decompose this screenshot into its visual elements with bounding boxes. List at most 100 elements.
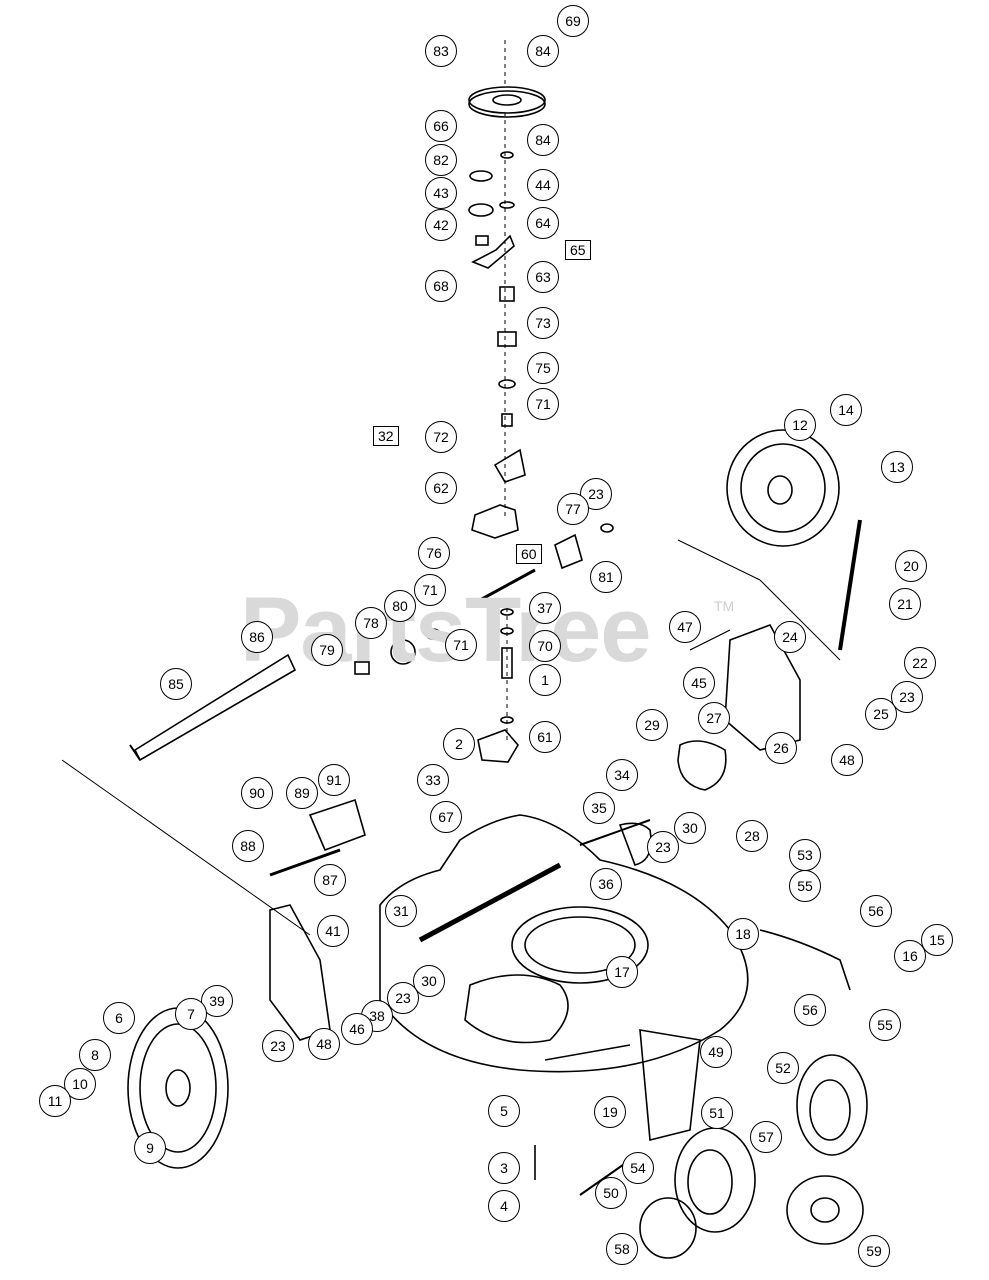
callout-part: 85 xyxy=(160,668,192,700)
callout-part: 71 xyxy=(445,629,477,661)
drive-shaft-assembly xyxy=(354,40,614,763)
callout-part: 77 xyxy=(557,493,589,525)
callout-part: 76 xyxy=(418,537,450,569)
callout-part: 31 xyxy=(385,895,417,927)
callout-part: 9 xyxy=(134,1132,166,1164)
callout-part: 46 xyxy=(341,1013,373,1045)
side-plates xyxy=(269,519,862,1142)
callout-part: 48 xyxy=(308,1028,340,1060)
misc-parts xyxy=(61,539,841,1196)
callout-part: 23 xyxy=(387,982,419,1014)
callout-part: 35 xyxy=(583,792,615,824)
callout-part: 88 xyxy=(232,830,264,862)
callout-part: 55 xyxy=(789,870,821,902)
callout-part: 44 xyxy=(527,169,559,201)
callout-part: 78 xyxy=(355,607,387,639)
callout-part: 26 xyxy=(765,732,797,764)
callout-part: 2 xyxy=(443,728,475,760)
callout-part: 18 xyxy=(727,918,759,950)
callout-part: 27 xyxy=(698,702,730,734)
callout-part: 19 xyxy=(594,1096,626,1128)
callout-part: 39 xyxy=(201,985,233,1017)
callout-part: 50 xyxy=(595,1177,627,1209)
callout-part: 6 xyxy=(103,1002,135,1034)
callout-part: 16 xyxy=(894,940,926,972)
callout-part: 53 xyxy=(789,839,821,871)
callout-part: 63 xyxy=(527,261,559,293)
callout-part: 23 xyxy=(891,681,923,713)
callout-part: 68 xyxy=(425,270,457,302)
callout-part: 56 xyxy=(794,994,826,1026)
callout-part: 25 xyxy=(865,698,897,730)
callout-part: 42 xyxy=(425,209,457,241)
callout-part: 72 xyxy=(425,421,457,453)
callout-part: 43 xyxy=(425,177,457,209)
callout-part: 14 xyxy=(830,394,862,426)
callout-part: 87 xyxy=(314,864,346,896)
mower-deck xyxy=(379,814,749,1073)
callout-part: 22 xyxy=(904,647,936,679)
box-ref-60: 60 xyxy=(516,544,542,564)
callout-part: 71 xyxy=(414,574,446,606)
callout-part: 20 xyxy=(895,550,927,582)
callout-part: 90 xyxy=(241,777,273,809)
callout-part: 84 xyxy=(527,124,559,156)
callout-part: 24 xyxy=(774,621,806,653)
callout-part: 62 xyxy=(425,472,457,504)
callout-part: 91 xyxy=(318,764,350,796)
callout-part: 41 xyxy=(317,915,349,947)
callout-part: 23 xyxy=(262,1030,294,1062)
callout-part: 47 xyxy=(669,611,701,643)
callout-part: 86 xyxy=(241,621,273,653)
callout-part: 71 xyxy=(527,388,559,420)
callout-part: 30 xyxy=(413,965,445,997)
callout-part: 11 xyxy=(39,1085,71,1117)
callout-part: 66 xyxy=(425,110,457,142)
callout-part: 8 xyxy=(79,1039,111,1071)
callout-part: 3 xyxy=(488,1152,520,1184)
callout-part: 34 xyxy=(606,759,638,791)
callout-part: 58 xyxy=(606,1233,638,1265)
callout-part: 61 xyxy=(529,721,561,753)
callout-part: 83 xyxy=(425,35,457,67)
callout-part: 29 xyxy=(636,709,668,741)
callout-part: 30 xyxy=(674,812,706,844)
callout-part: 36 xyxy=(590,868,622,900)
callout-part: 23 xyxy=(647,831,679,863)
callout-part: 1 xyxy=(529,664,561,696)
callout-part: 51 xyxy=(701,1097,733,1129)
callout-part: 81 xyxy=(590,561,622,593)
callout-part: 33 xyxy=(417,764,449,796)
callout-part: 56 xyxy=(860,895,892,927)
callout-part: 79 xyxy=(311,634,343,666)
callout-part: 57 xyxy=(750,1121,782,1153)
callout-part: 69 xyxy=(557,5,589,37)
callout-part: 54 xyxy=(622,1152,654,1184)
box-ref-65: 65 xyxy=(565,240,591,260)
callout-part: 28 xyxy=(736,820,768,852)
callout-part: 82 xyxy=(425,144,457,176)
callout-part: 15 xyxy=(921,924,953,956)
callout-part: 73 xyxy=(527,307,559,339)
callout-part: 48 xyxy=(831,744,863,776)
callout-part: 64 xyxy=(527,207,559,239)
callout-part: 12 xyxy=(784,409,816,441)
callout-part: 21 xyxy=(889,588,921,620)
callout-part: 59 xyxy=(858,1235,890,1267)
callout-part: 84 xyxy=(527,35,559,67)
callout-part: 89 xyxy=(286,777,318,809)
watermark-trademark: TM xyxy=(714,598,735,614)
callout-part: 37 xyxy=(529,592,561,624)
callout-part: 80 xyxy=(384,590,416,622)
callout-part: 13 xyxy=(881,451,913,483)
callout-part: 55 xyxy=(869,1009,901,1041)
callout-part: 17 xyxy=(606,956,638,988)
front-wheels xyxy=(639,1054,868,1259)
callout-part: 75 xyxy=(527,352,559,384)
callout-part: 67 xyxy=(430,801,462,833)
callout-part: 4 xyxy=(488,1190,520,1222)
watermark-text: PartsTree xyxy=(240,579,651,681)
rear-wheel-right xyxy=(726,429,840,547)
box-ref-32: 32 xyxy=(373,426,399,446)
